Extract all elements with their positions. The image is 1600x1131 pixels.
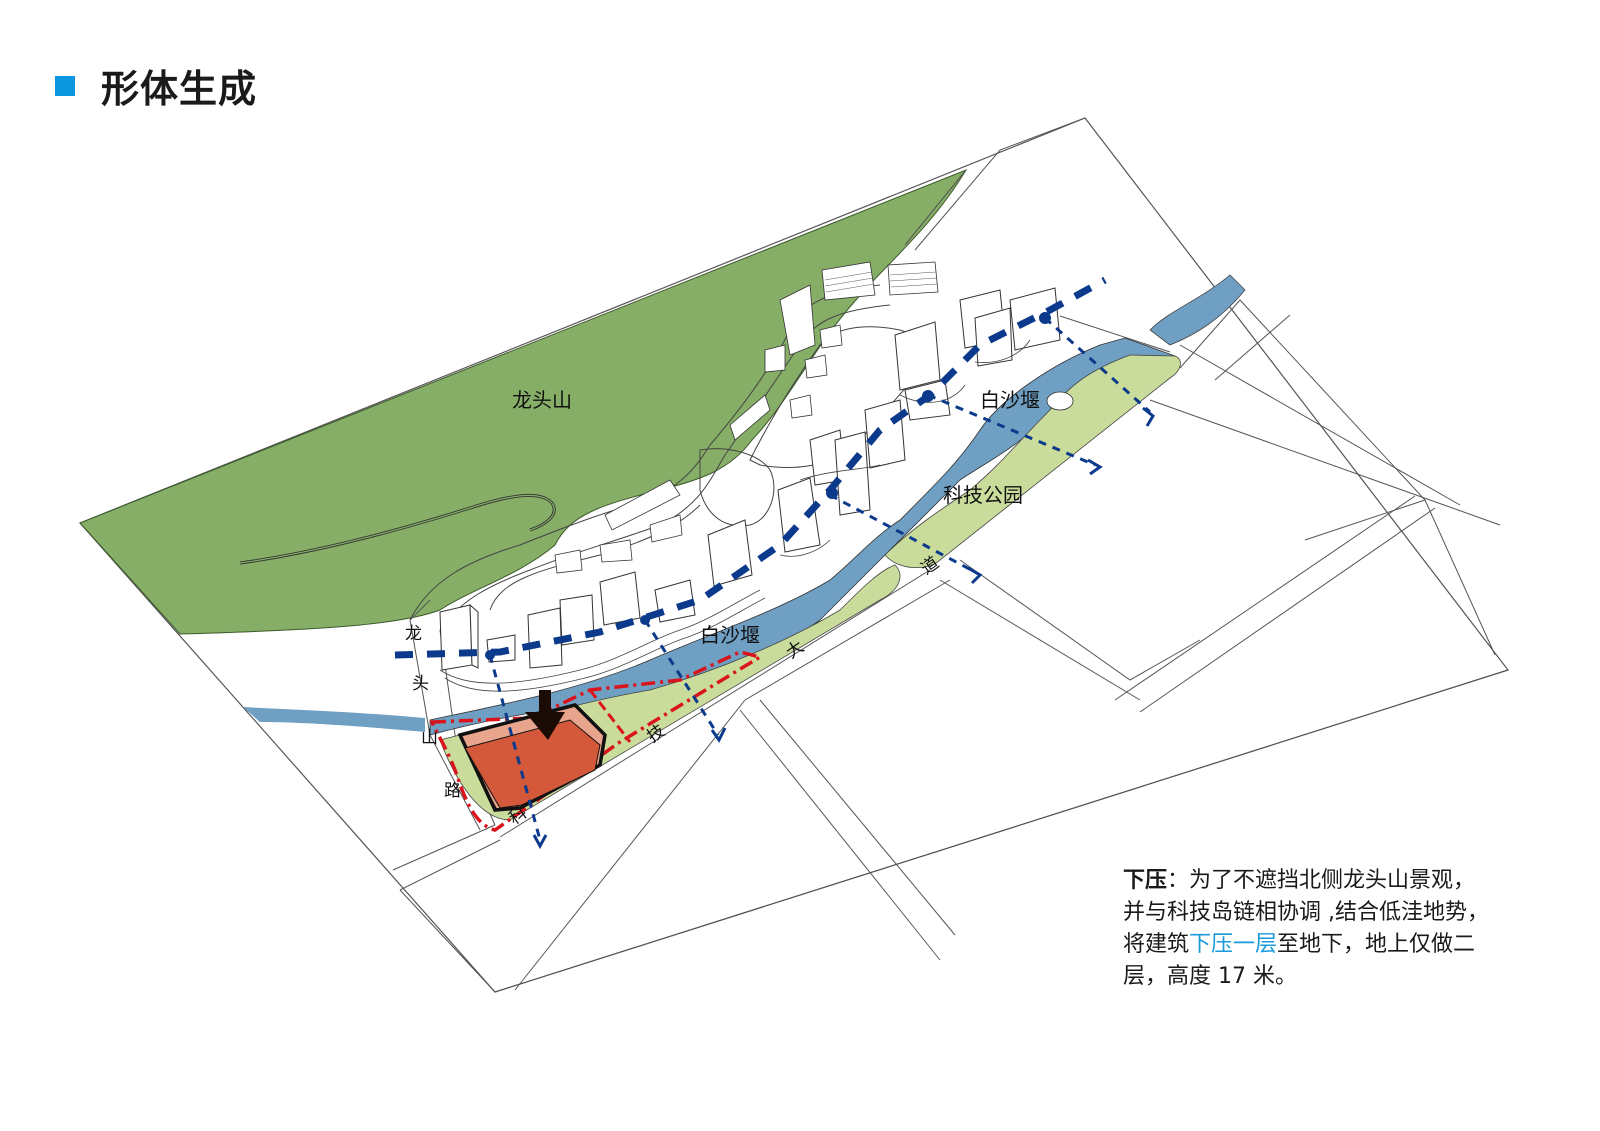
site-boundary <box>429 650 765 832</box>
label-kejigongyuan: 科技公园 <box>943 483 1023 507</box>
creek-west <box>243 707 425 732</box>
podium-terraces <box>439 339 1031 692</box>
description-block: 下压：为了不遮挡北侧龙头山景观， 并与科技岛链相协调 ,结合低洼地势， 将建筑下… <box>1123 865 1563 993</box>
view-axis-nodes <box>485 312 1051 660</box>
title-marker-icon <box>55 75 75 96</box>
label-baishayan-upper: 白沙堰 <box>980 388 1040 412</box>
road-label-long: 龙 <box>405 624 422 644</box>
road-label-shan: 山 <box>421 728 438 748</box>
view-axis-secondary <box>488 316 1152 841</box>
description-highlight: 下压一层 <box>1189 932 1278 957</box>
label-baishayan-lower: 白沙堰 <box>700 623 760 647</box>
sunken-building <box>457 703 607 812</box>
road-network <box>392 117 1509 993</box>
description-keyword: 下压 <box>1123 868 1168 893</box>
view-axis-arrowheads <box>532 406 1155 850</box>
description-line-2: 并与科技岛链相协调 ,结合低洼地势， <box>1123 900 1489 925</box>
page-header: 形体生成 <box>55 58 257 113</box>
description-line-3: 将建筑下压一层至地下，地上仅做二 <box>1123 932 1476 957</box>
river-east <box>1149 274 1246 346</box>
park-kejigongyuan <box>884 354 1181 569</box>
page-title: 形体生成 <box>101 67 258 111</box>
pond <box>1046 391 1074 411</box>
press-down-arrow-icon <box>525 690 565 740</box>
label-longtoushan: 龙头山 <box>512 388 572 412</box>
site-sub-boundary <box>588 689 632 743</box>
description-line-1: 下压：为了不遮挡北侧龙头山景观， <box>1123 868 1476 893</box>
road-label-lu: 路 <box>444 781 461 801</box>
residential-towers <box>554 261 939 574</box>
description-line-4: 层，高度 17 米。 <box>1123 964 1297 989</box>
road-label-tou: 头 <box>412 674 429 694</box>
